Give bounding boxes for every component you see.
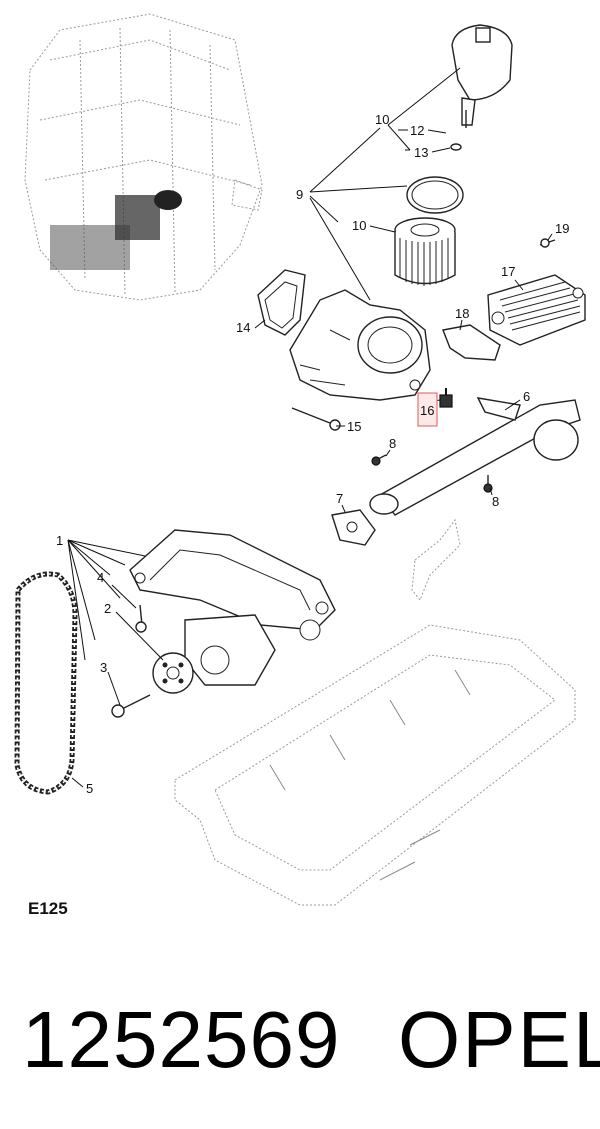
callout-18: 18 bbox=[455, 306, 469, 321]
callout-14: 14 bbox=[236, 320, 250, 335]
leader-lines bbox=[67, 67, 553, 788]
oil-pickup-pipe bbox=[369, 397, 581, 516]
callout-8a: 8 bbox=[389, 436, 396, 451]
oil-cooler bbox=[487, 274, 586, 346]
callout-11: 10 bbox=[375, 112, 389, 127]
callout-labels: 10 12 13 9 10 19 17 18 14 15 16 6 8 8 7 … bbox=[56, 112, 569, 796]
callout-15: 15 bbox=[347, 419, 361, 434]
oil-filter-housing-gasket bbox=[257, 269, 306, 336]
drive-chain bbox=[14, 571, 78, 795]
bolt-8-left bbox=[371, 454, 387, 466]
callout-8b: 8 bbox=[492, 494, 499, 509]
oil-filter-cap bbox=[451, 24, 513, 128]
bolt-19 bbox=[539, 238, 556, 248]
exploded-parts-diagram: 10 12 13 9 10 19 17 18 14 15 16 6 8 8 7 … bbox=[14, 13, 586, 906]
callout-6: 6 bbox=[523, 389, 530, 404]
oil-filter-element bbox=[394, 217, 456, 286]
bolt-15 bbox=[291, 407, 341, 431]
callout-19: 19 bbox=[555, 221, 569, 236]
sprocket bbox=[152, 652, 194, 694]
o-ring-large bbox=[406, 176, 464, 214]
callout-4: 4 bbox=[97, 570, 104, 585]
part-number: 1252569 bbox=[22, 995, 341, 1084]
brand-name: OPEL bbox=[398, 995, 600, 1084]
oil-pressure-sensor bbox=[439, 388, 453, 408]
callout-1: 1 bbox=[56, 533, 63, 548]
bolt-3 bbox=[111, 694, 151, 718]
callout-16: 16 bbox=[420, 403, 434, 418]
callout-5: 5 bbox=[86, 781, 93, 796]
oil-cooler-gasket bbox=[442, 324, 501, 361]
callout-7: 7 bbox=[336, 491, 343, 506]
bolt-4 bbox=[135, 604, 147, 633]
callout-17: 17 bbox=[501, 264, 515, 279]
engine-block-illustration bbox=[24, 13, 263, 301]
callout-12: 12 bbox=[410, 123, 424, 138]
oil-filter-housing bbox=[289, 289, 431, 401]
callout-2: 2 bbox=[104, 601, 111, 616]
bolt-8-right bbox=[483, 475, 493, 493]
oil-pan-illustration bbox=[174, 624, 576, 906]
callout-13: 13 bbox=[414, 145, 428, 160]
part-footer: 1252569 OPEL bbox=[0, 985, 600, 1095]
callout-3: 3 bbox=[100, 660, 107, 675]
callout-10: 10 bbox=[352, 218, 366, 233]
callout-9: 9 bbox=[296, 187, 303, 202]
o-ring-small bbox=[450, 143, 462, 151]
diagram-code: E125 bbox=[28, 899, 68, 918]
highlight-16 bbox=[417, 392, 438, 427]
